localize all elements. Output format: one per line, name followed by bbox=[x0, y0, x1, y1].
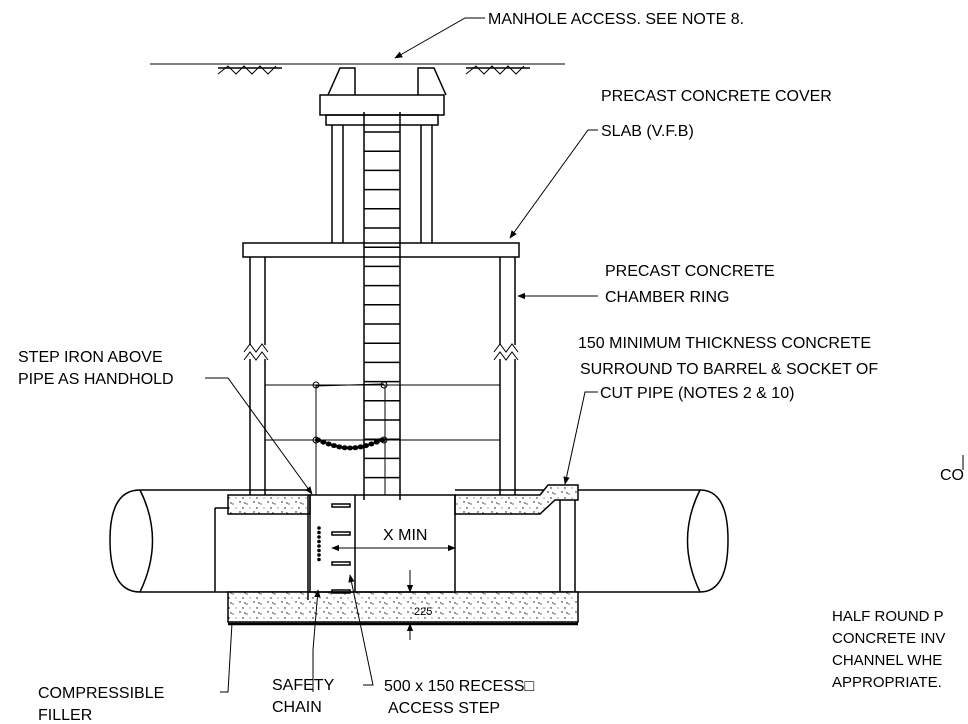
chain-bead bbox=[317, 557, 321, 562]
chain-bead bbox=[317, 553, 321, 557]
concrete-surround-bottom bbox=[227, 591, 579, 623]
chain-link bbox=[347, 445, 353, 451]
chain-link bbox=[320, 439, 327, 445]
chain-link bbox=[373, 439, 380, 445]
label-cover-slab-2: SLAB (V.F.B) bbox=[601, 123, 694, 140]
dim-225: 225 bbox=[406, 570, 432, 640]
label-recess-1: 500 x 150 RECESS□ bbox=[384, 678, 535, 695]
cover-slab bbox=[242, 242, 520, 258]
ladder bbox=[363, 112, 401, 500]
leader-lines bbox=[205, 17, 598, 693]
pipe-right bbox=[455, 489, 729, 593]
label-cover-slab-1: PRECAST CONCRETE COVER bbox=[601, 88, 832, 105]
ladder-rungs bbox=[364, 131, 400, 479]
concrete-surround-top-right bbox=[454, 484, 579, 515]
label-cropped-co: CO bbox=[940, 467, 964, 484]
chain-bead bbox=[317, 530, 321, 535]
label-half-round-3: CHANNEL WHE bbox=[832, 652, 942, 669]
chain-bead bbox=[317, 526, 321, 530]
label-step-iron-1: STEP IRON ABOVE bbox=[18, 349, 163, 366]
label-safety-2: CHAIN bbox=[272, 699, 322, 716]
chain-link bbox=[368, 441, 375, 447]
label-chamber-ring-2: CHAMBER RING bbox=[605, 289, 729, 306]
chain-bead bbox=[317, 544, 321, 548]
chain-link bbox=[325, 441, 332, 447]
ground-surface bbox=[150, 63, 565, 75]
label-half-round-1: HALF ROUND P bbox=[832, 608, 944, 625]
x-min-dimension: X MIN bbox=[331, 527, 456, 552]
chain-link bbox=[341, 445, 348, 451]
chamber-ring bbox=[243, 257, 520, 495]
chain-link bbox=[336, 444, 343, 450]
concrete-surround-top bbox=[227, 494, 311, 515]
chain-link bbox=[379, 437, 385, 443]
safety-chain-beads bbox=[317, 526, 321, 562]
label-chamber-ring-1: PRECAST CONCRETE bbox=[605, 263, 775, 280]
x-min-label: X MIN bbox=[383, 527, 427, 544]
safety-chain bbox=[315, 437, 385, 451]
dim-225-label: 225 bbox=[414, 606, 432, 618]
chain-link bbox=[352, 445, 359, 451]
chain-bead bbox=[317, 548, 321, 553]
label-compressible-1: COMPRESSIBLE bbox=[38, 685, 164, 702]
label-surround-1: 150 MINIMUM THICKNESS CONCRETE bbox=[578, 335, 871, 352]
ground-hatch-left bbox=[217, 65, 282, 75]
access-step-recess bbox=[307, 494, 456, 600]
chain-link bbox=[331, 443, 337, 449]
label-safety-1: SAFETY bbox=[272, 677, 335, 694]
label-compressible-2: FILLER bbox=[38, 707, 92, 724]
label-step-iron-2: PIPE AS HANDHOLD bbox=[18, 371, 174, 388]
chain-link bbox=[363, 443, 369, 449]
label-surround-2: SURROUND TO BARREL & SOCKET OF bbox=[580, 361, 878, 378]
break-mark-left bbox=[243, 343, 270, 361]
chain-link bbox=[357, 444, 364, 450]
chain-bead bbox=[317, 535, 321, 539]
safety-chain-assembly bbox=[265, 381, 500, 495]
chain-bead bbox=[317, 539, 321, 544]
label-half-round-2: CONCRETE INV bbox=[832, 630, 945, 647]
access-shaft bbox=[331, 125, 433, 243]
chain-link bbox=[315, 437, 321, 443]
break-mark-right bbox=[493, 343, 520, 361]
label-manhole-access: MANHOLE ACCESS. SEE NOTE 8. bbox=[488, 11, 744, 28]
label-half-round-4: APPROPRIATE. bbox=[832, 674, 942, 691]
label-recess-2: ACCESS STEP bbox=[388, 700, 500, 717]
manhole-frame bbox=[319, 67, 447, 126]
label-surround-3: CUT PIPE (NOTES 2 & 10) bbox=[600, 385, 794, 402]
ground-hatch-right bbox=[465, 65, 530, 75]
